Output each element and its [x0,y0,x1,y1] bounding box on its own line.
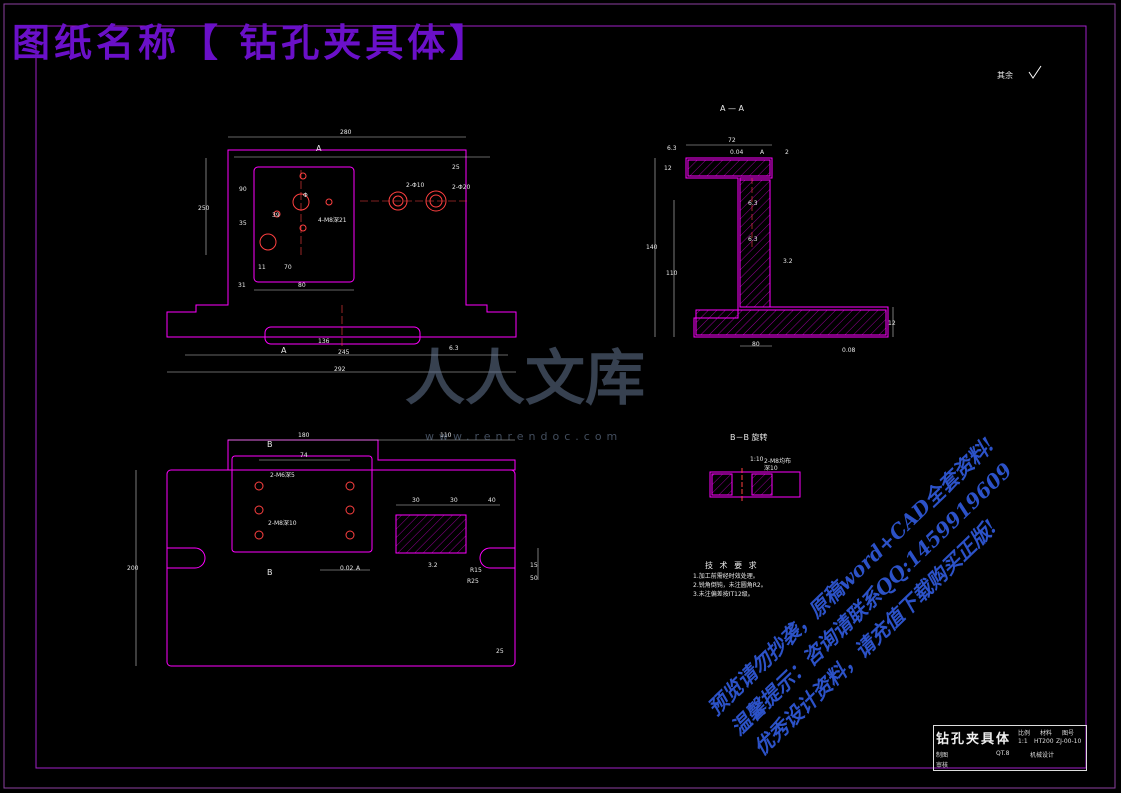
tolerance-value: 0.04 [730,149,744,156]
dim-label: 40 [488,497,496,504]
dim-label: 12 [888,320,896,327]
watermark: 人人文库 www.renrendoc.com [405,330,705,443]
dim-label: 110 [666,270,678,277]
tech-item: 3.未注偏差按IT12级。 [693,591,754,598]
section-marker-b: B [267,440,273,449]
dim-label: 2-M8均布 [764,458,791,465]
section-marker-a: A [281,346,287,355]
dim-label: 280 [340,129,352,136]
section-marker-b: B [267,568,273,577]
tech-item: 2.锐角倒钝，未注圆角R2。 [693,582,767,589]
drawing-title: 图纸名称【 钻孔夹具体】 [12,20,492,65]
dim-label: 1:10 [750,456,764,463]
tb-cell: 图号 [1062,730,1075,737]
tolerance-value: 0.08 [842,347,856,354]
dim-label: 11 [258,264,266,271]
dim-label: 4-M8深21 [318,217,347,224]
tb-cell: 1:1 [1018,738,1028,745]
section-aa-label: A — A [720,104,745,113]
dim-label: 2-M6深5 [270,472,295,479]
surface-roughness-note: 其余 [997,71,1013,80]
roughness-value: 6.3 [748,200,758,207]
dim-label: 180 [298,432,310,439]
dim-label: 30 [412,497,420,504]
bottom-view-dims [135,439,539,666]
datum-label: A [356,565,361,572]
dim-label: 2 [785,149,789,156]
tb-cell: 机械设计 [1030,752,1055,759]
dim-label: 6.3 [449,345,459,352]
dim-label: 80 [298,282,306,289]
dim-label: 2-Φ10 [406,182,425,189]
tech-heading: 技 术 要 求 [705,561,759,570]
dim-label: 2-Φ20 [452,184,471,191]
dim-label: 72 [728,137,736,144]
dim-label: 140 [646,244,658,251]
dim-label: 136 [318,338,330,345]
dim-label: 39 [272,212,280,219]
dim-label: R25 [467,578,479,585]
tech-requirements: 技 术 要 求 1.加工前需经时效处理。 2.锐角倒钝，未注圆角R2。 3.未注… [693,560,767,598]
title-block: 钻孔夹具体 比例 材料 图号 1:1 HT200 ZJ-00-10 制图 审核 … [933,725,1087,771]
dim-label: 2-M8深10 [268,520,297,527]
tb-cell: 审核 [936,762,949,769]
tolerance-value: 0.02 [340,565,354,572]
roughness-value: 6.3 [667,145,677,152]
tb-cell: ZJ-00-10 [1056,738,1082,745]
dim-label: 15 [530,562,538,569]
dim-label: 70 [284,264,292,271]
datum-label: A [760,149,765,156]
top-view [166,149,517,345]
dim-label: 35 [239,220,247,227]
dim-label: R15 [470,567,482,574]
tb-cell: 材料 [1040,730,1053,737]
bottom-view [166,439,516,667]
drawing-frame [35,25,1087,769]
dim-label: 292 [334,366,346,373]
dim-label: 30 [450,497,458,504]
dim-label: 200 [127,565,139,572]
dim-label: 25 [452,164,460,171]
top-view-dims [167,136,516,373]
tb-cell: 比例 [1018,730,1031,737]
roughness-value: 6.3 [748,236,758,243]
dim-label: 25 [496,648,504,655]
roughness-value: 3.2 [783,258,793,265]
watermark-url: www.renrendoc.com [425,430,623,443]
dim-label: 74 [300,452,308,459]
dim-label: 110 [440,432,452,439]
section-bb-label: B－B 旋转 [730,433,768,442]
tb-cell: QT.8 [996,750,1010,757]
section-bb-view [709,468,801,502]
outer-border [3,3,1116,789]
dim-label: 90 [239,186,247,193]
dim-label: 245 [338,349,350,356]
roughness-value: 3.2 [428,562,438,569]
dim-label: 50 [530,575,538,582]
dim-label: 250 [198,205,210,212]
dim-label: 31 [238,282,246,289]
tb-cell: 制图 [936,752,949,759]
section-aa-dims [654,144,894,347]
dim-label: 12 [664,165,672,172]
part-name: 钻孔夹具体 [936,732,1012,747]
dim-label: Φ [303,192,308,199]
tb-cell: HT200 [1034,738,1054,745]
tech-item: 1.加工前需经时效处理。 [693,573,759,580]
dim-label: 深10 [764,465,778,472]
roughness-symbol [1028,65,1042,79]
section-marker-a: A [316,144,322,153]
dim-label: 80 [752,341,760,348]
watermark-logo: 人人文库 [405,344,645,414]
section-aa-view [685,157,889,338]
